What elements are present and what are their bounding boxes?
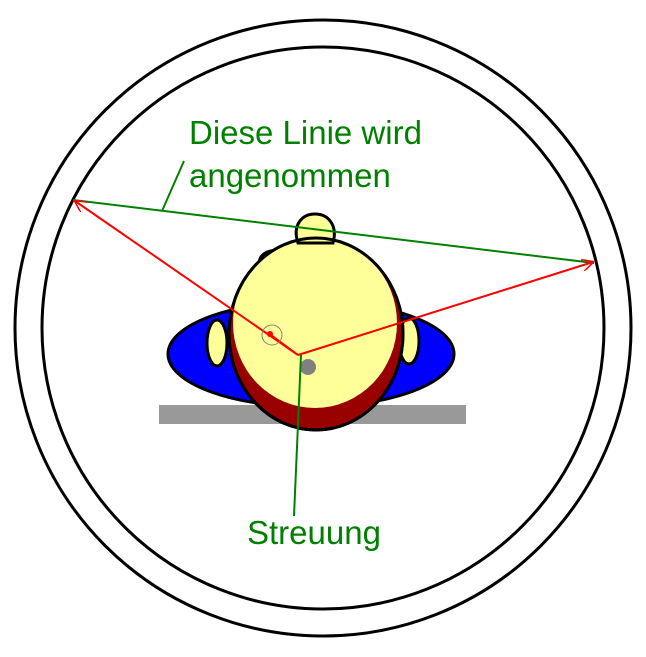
- line-label-line2: angenommen: [189, 157, 391, 194]
- label-leader-line: [161, 160, 185, 212]
- offset-circle: [261, 324, 283, 346]
- line-label-line1: Diese Linie wird: [189, 114, 422, 151]
- center-point: [300, 359, 316, 375]
- scatter-pointer-line: [293, 354, 302, 517]
- red-offset-line: [270, 334, 299, 356]
- head-yellow: [233, 238, 397, 408]
- red-ray-right: [297, 262, 593, 356]
- inner-ring: [40, 45, 606, 611]
- red-ray-left: [75, 201, 299, 356]
- left-ear: [205, 318, 229, 368]
- outer-ring: [13, 18, 633, 638]
- assumed-line: [72, 199, 595, 264]
- scatter-label: Streuung: [247, 514, 381, 551]
- offset-dot: [267, 331, 273, 337]
- head-outline: [227, 236, 405, 432]
